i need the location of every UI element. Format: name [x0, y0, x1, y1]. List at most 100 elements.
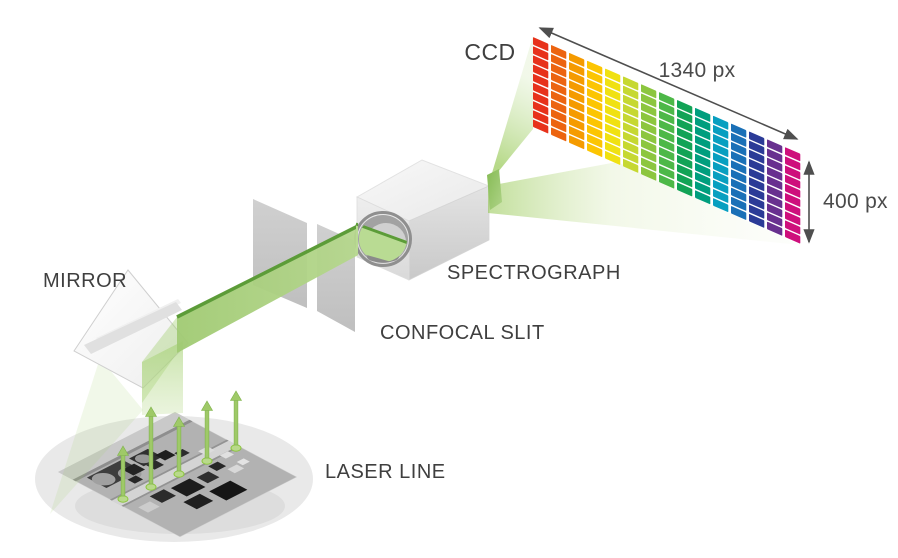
ccd-cell	[785, 165, 801, 180]
ccd-cell	[767, 194, 783, 209]
ccd-cell	[695, 153, 711, 168]
ccd-cell	[659, 147, 675, 161]
ccd-cell	[731, 196, 747, 211]
beam-in-aperture-edge	[355, 222, 407, 246]
ccd-cell	[677, 173, 693, 188]
ccd-cell	[749, 186, 765, 201]
mirror-stripe	[84, 302, 182, 354]
emission-arrow-shaft	[176, 424, 182, 472]
beam-vertical-leg	[142, 341, 183, 415]
laser-spot	[201, 457, 213, 465]
ccd-cell	[749, 195, 765, 210]
beam-band	[177, 223, 362, 353]
ccd-cell	[767, 148, 783, 163]
ccd-cell	[713, 179, 729, 194]
ccd-cell	[659, 138, 675, 152]
dimension-annotations	[538, 27, 815, 244]
ccd-cell	[767, 221, 783, 236]
ccd-cell	[623, 149, 639, 164]
ccd-cell	[749, 168, 765, 182]
ccd-cell	[641, 139, 657, 154]
laser-spot	[230, 444, 242, 452]
ccd-cell	[695, 172, 711, 186]
ccd-cell	[785, 220, 801, 235]
emission-arrow-head	[116, 445, 130, 456]
ccd-cell	[713, 152, 729, 167]
laser-spot	[117, 495, 129, 503]
emission-arrow-head	[172, 416, 186, 427]
ccd-cell	[587, 143, 603, 157]
ccd-cell	[623, 140, 639, 155]
spectrograph-box	[354, 159, 491, 281]
ccd-cell	[731, 142, 747, 156]
spectrograph-label: SPECTROGRAPH	[447, 262, 621, 284]
ccd-cell	[785, 211, 801, 226]
emission-arrow-shaft	[233, 398, 239, 446]
ccd-cell	[767, 185, 783, 199]
ccd-width-label: 1340 px	[659, 59, 736, 82]
ccd-cell	[731, 169, 747, 184]
ccd-cell	[695, 162, 711, 177]
beam-band-edge	[176, 222, 363, 319]
ccd-cell	[767, 176, 783, 190]
ccd-cell	[749, 177, 765, 192]
ccd-cell	[749, 213, 765, 228]
ccd-cell	[785, 229, 801, 244]
ccd-cell	[623, 158, 639, 173]
ccd-cell	[731, 160, 747, 175]
laser-line-arrows	[116, 390, 243, 503]
ccd-cell	[785, 174, 801, 189]
ccd-cell	[749, 149, 765, 164]
ccd-cell	[695, 190, 711, 205]
ccd-cell	[641, 148, 657, 163]
ccd-cell	[641, 166, 657, 181]
fan-to-ccd-upper	[489, 36, 533, 183]
laser-line-label: LASER LINE	[325, 461, 446, 483]
ccd-cell	[659, 174, 675, 189]
ccd-cell	[677, 182, 693, 197]
ccd-cell	[785, 156, 801, 171]
ccd-cell	[749, 204, 765, 219]
box-exit-port	[487, 169, 502, 210]
ccd-cell	[749, 159, 765, 173]
emission-arrow-head	[200, 400, 214, 411]
ccd-cell	[713, 189, 729, 203]
ccd-cell	[731, 151, 747, 165]
ccd-height-label: 400 px	[823, 190, 888, 213]
ccd-cell	[695, 144, 711, 159]
scatter-cone	[50, 358, 143, 514]
emission-arrow-head	[144, 406, 158, 417]
ccd-cell	[677, 164, 693, 178]
emission-arrow-shaft	[120, 453, 126, 497]
emission-arrow-shaft	[148, 414, 154, 485]
ccd-label: CCD	[464, 39, 515, 65]
emission-arrow-head	[229, 390, 243, 401]
ccd-cell	[767, 157, 783, 172]
ccd-cell	[659, 156, 675, 171]
ccd-cell	[695, 181, 711, 195]
emission-arrow-shaft	[204, 408, 210, 459]
ccd-cell	[677, 145, 693, 160]
ccd-cell	[767, 166, 783, 181]
ccd-cell	[749, 140, 765, 155]
width-dimension-arrow	[538, 27, 799, 140]
ccd-cell	[785, 183, 801, 198]
ccd-cell	[677, 136, 693, 151]
laser-spot	[173, 470, 185, 478]
ccd-cell	[677, 155, 693, 169]
ccd-cell	[605, 141, 621, 156]
ccd-cell	[731, 187, 747, 202]
ccd-cell	[785, 193, 801, 207]
ccd-cell	[785, 202, 801, 217]
ccd-cell	[785, 147, 801, 162]
fan-to-ccd-lower	[488, 162, 800, 245]
ccd-cell	[731, 178, 747, 193]
ccd-cell	[713, 143, 729, 158]
ccd-cell	[713, 198, 729, 212]
ccd-cell	[767, 203, 783, 218]
ccd-cell	[713, 170, 729, 185]
laser-spot	[145, 483, 157, 491]
confocal-slit-label: CONFOCAL SLIT	[380, 322, 545, 344]
